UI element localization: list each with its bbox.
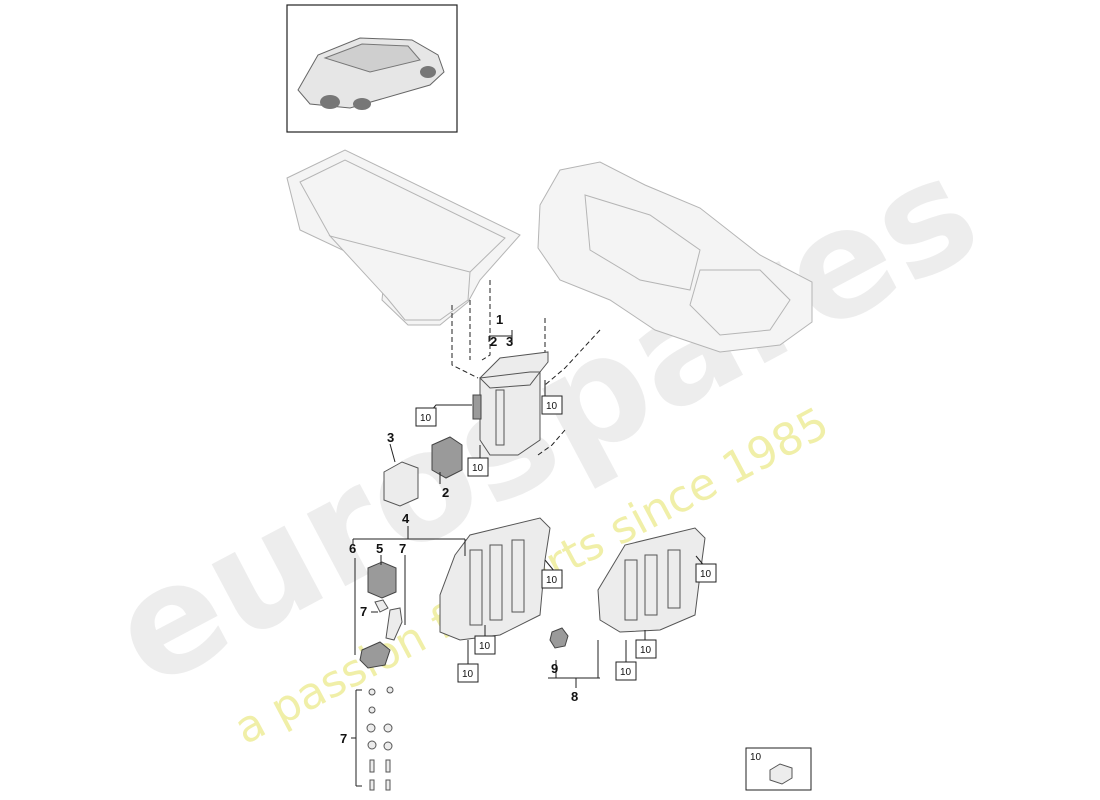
callout-3-cap: 3 <box>387 430 394 445</box>
boxed-reference-2: 10 <box>541 395 563 415</box>
boxed-reference-1-text: 10 <box>420 413 432 424</box>
boxed-reference-2-text: 10 <box>546 401 558 412</box>
boxed-reference-9: 10 <box>615 661 637 681</box>
luggage-tray-ghost <box>286 149 521 326</box>
boxed-reference-6-text: 10 <box>462 669 474 680</box>
callout-4: 4 <box>402 511 410 526</box>
fastener-set-7 <box>366 686 394 791</box>
car-icon <box>297 37 445 110</box>
callout-6: 6 <box>349 541 356 556</box>
boxed-reference-8: 10 <box>635 639 657 659</box>
boxed-reference-5-text: 10 <box>479 641 491 652</box>
callout-7-top: 7 <box>399 541 406 556</box>
filter-part-5 <box>367 561 397 613</box>
boxed-reference-7-text: 10 <box>700 569 712 580</box>
boxed-reference-4: 10 <box>541 569 563 589</box>
callout-7-bottom: 7 <box>340 731 347 746</box>
cap-part-3 <box>383 461 419 507</box>
callout-7-mid: 7 <box>360 604 367 619</box>
boxed-reference-5: 10 <box>474 635 496 655</box>
boxed-reference-1: 10 <box>415 407 437 427</box>
canister-8 <box>597 527 706 633</box>
boxed-reference-9-text: 10 <box>620 667 632 678</box>
boxed-reference-4-text: 10 <box>546 575 558 586</box>
vehicle-thumbnail <box>286 4 458 133</box>
fuel-tank-ghost <box>537 161 813 353</box>
legend-item-10: 10 <box>745 747 812 791</box>
callout-5: 5 <box>376 541 383 556</box>
boxed-reference-7: 10 <box>695 563 717 583</box>
callout-9: 9 <box>551 661 558 676</box>
callout-8: 8 <box>571 689 578 704</box>
charcoal-canister <box>472 351 549 456</box>
nut-icon <box>769 763 793 785</box>
boxed-reference-3-text: 10 <box>472 463 484 474</box>
cap-part-2 <box>431 436 463 479</box>
valve-part-6 <box>359 607 403 669</box>
assembly-lines <box>451 280 601 456</box>
callout-3: 3 <box>506 334 513 349</box>
boxed-reference-8-text: 10 <box>640 645 652 656</box>
canister-4 <box>439 517 551 641</box>
boxed-reference-6: 10 <box>457 663 479 683</box>
plug-part-9 <box>549 627 569 649</box>
boxed-reference-3: 10 <box>467 457 489 477</box>
callout-1: 1 <box>496 312 503 327</box>
callout-2: 2 <box>490 334 497 349</box>
legend-item-10-number: 10 <box>750 752 762 763</box>
callout-numbers: 1 2 3 3 2 4 6 5 7 7 7 9 8 <box>340 312 578 746</box>
callout-2-cap: 2 <box>442 485 449 500</box>
